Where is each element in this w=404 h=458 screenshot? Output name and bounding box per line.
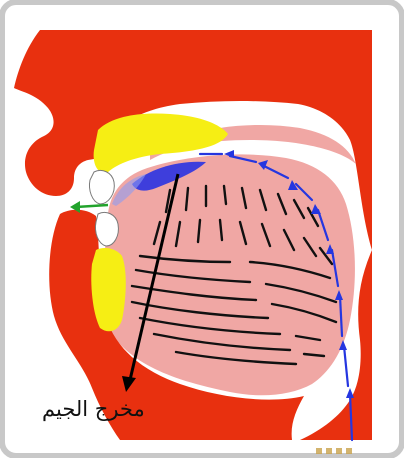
lower-teeth bbox=[91, 248, 126, 331]
lower-tooth-tip bbox=[95, 212, 118, 246]
articulation-caption: مخرج الجيم bbox=[42, 397, 145, 421]
